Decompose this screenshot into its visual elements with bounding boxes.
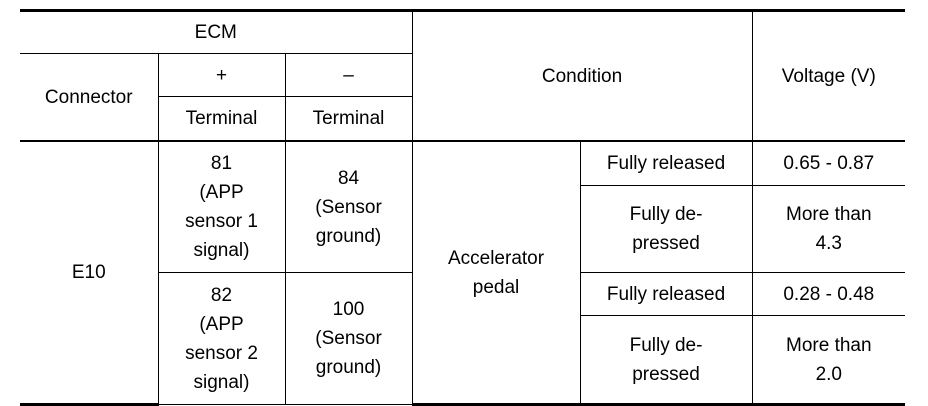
- voltage-header: Voltage (V): [751, 9, 906, 142]
- terminal-desc-line: signal): [193, 371, 250, 393]
- condition-line: Fully de-: [629, 334, 703, 356]
- terminal-desc-line: ground): [315, 225, 382, 247]
- condition-main-line: Accelerator: [447, 247, 545, 269]
- terminal-desc-line: signal): [193, 240, 250, 261]
- condition-cell: Fully released: [579, 140, 753, 186]
- voltage-cell: 0.28 - 0.48: [751, 272, 906, 316]
- condition-line: Fully released: [606, 153, 726, 174]
- minus-terminal-header: Terminal: [284, 96, 413, 142]
- plus-header: +: [157, 53, 286, 97]
- terminal-number: 84: [337, 167, 360, 189]
- terminal-desc-line: ground): [315, 357, 382, 378]
- condition-main-line: pedal: [472, 276, 520, 298]
- condition-header: Condition: [411, 9, 753, 142]
- condition-cell: Fully de- pressed: [579, 185, 753, 273]
- condition-line: Fully de-: [629, 204, 703, 225]
- condition-line: Fully released: [606, 283, 726, 305]
- terminal-number: 81: [210, 153, 233, 174]
- voltage-line: 0.28 - 0.48: [783, 283, 875, 305]
- voltage-line: More than: [786, 204, 872, 225]
- condition-cell: Fully released: [579, 272, 753, 316]
- terminal-desc-line: sensor 1: [185, 211, 258, 232]
- plus-terminal-cell: 82 (APP sensor 2 signal): [157, 272, 286, 405]
- minus-header: –: [284, 53, 413, 97]
- condition-line: pressed: [632, 233, 700, 254]
- condition-cell: Fully de- pressed: [579, 315, 753, 406]
- voltage-line: More than: [786, 334, 872, 356]
- minus-terminal-cell: 84 (Sensor ground): [284, 140, 413, 273]
- voltage-line: 4.3: [815, 233, 842, 254]
- terminal-desc-line: (APP: [199, 313, 244, 335]
- terminal-number: 100: [332, 299, 365, 320]
- terminal-desc-line: (Sensor: [315, 196, 382, 218]
- terminal-desc-line: (APP: [199, 182, 244, 203]
- terminal-number: 82: [210, 284, 233, 306]
- voltage-cell: 0.65 - 0.87: [751, 140, 906, 186]
- plus-terminal-header: Terminal: [157, 96, 286, 142]
- ecm-header: ECM: [20, 9, 413, 54]
- condition-line: pressed: [632, 363, 700, 385]
- terminal-desc-line: sensor 2: [185, 342, 258, 364]
- ecm-terminal-voltage-table: ECM Condition Voltage (V) Connector + – …: [20, 9, 906, 406]
- voltage-cell: More than 4.3: [751, 185, 906, 273]
- voltage-line: 2.0: [815, 363, 842, 385]
- condition-main-cell: Accelerator pedal: [411, 140, 581, 406]
- terminal-desc-line: (Sensor: [315, 328, 382, 349]
- connector-header: Connector: [20, 53, 159, 142]
- voltage-line: 0.65 - 0.87: [783, 153, 875, 174]
- minus-terminal-cell: 100 (Sensor ground): [284, 272, 413, 405]
- connector-cell: E10: [20, 140, 159, 406]
- plus-terminal-cell: 81 (APP sensor 1 signal): [157, 140, 286, 273]
- voltage-cell: More than 2.0: [751, 315, 906, 406]
